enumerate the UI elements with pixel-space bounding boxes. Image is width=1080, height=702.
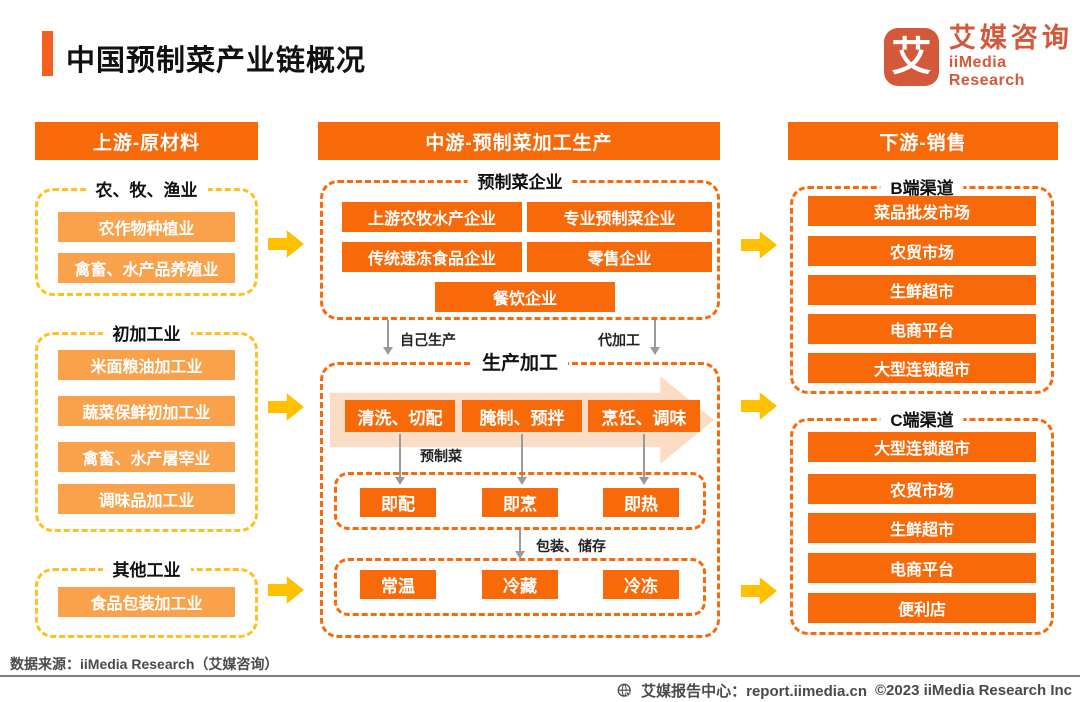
upstream-group-other-industry: 其他工业: [35, 556, 258, 638]
logo-glyph: 艾: [891, 34, 932, 79]
logo-name-cn: 艾媒咨询: [948, 23, 1073, 53]
upstream-header: 上游-原材料: [35, 122, 258, 160]
data-source-note: 数据来源：iiMedia Research（艾媒咨询）: [10, 656, 279, 672]
flow-arrow-icon: [268, 393, 304, 421]
enterprise-item: 零售企业: [527, 242, 712, 272]
logo-text: 艾媒咨询 iiMedia Research: [948, 23, 1080, 90]
channel-item: 生鲜超市: [808, 513, 1036, 543]
storage-item: 常温: [360, 570, 436, 599]
midstream-header: 中游-预制菜加工生产: [318, 122, 720, 160]
globe-cursor-icon: [617, 683, 633, 699]
footer-right: 艾媒报告中心：report.iimedia.cn ©2023 iiMedia R…: [617, 680, 1072, 701]
upstream-group-primary-processing: 初加工业: [35, 320, 258, 532]
enterprise-item: 上游农牧水产企业: [342, 202, 522, 232]
flow-arrow-icon: [268, 576, 304, 604]
label-packaging: 包装、储存: [536, 538, 606, 554]
copyright-text: ©2023 iiMedia Research Inc: [875, 682, 1072, 699]
upstream-group-agriculture: 农、牧、渔业: [35, 176, 258, 296]
upstream-item: 蔬菜保鲜初加工业: [58, 396, 235, 426]
upstream-item: 禽畜、水产品养殖业: [58, 253, 235, 283]
channel-item: 农贸市场: [808, 236, 1036, 266]
upstream-item: 米面粮油加工业: [58, 350, 235, 380]
group-title: 生产加工: [471, 348, 569, 375]
downstream-header: 下游-销售: [788, 122, 1058, 160]
channel-item: 农贸市场: [808, 474, 1036, 504]
storage-item: 冷藏: [482, 570, 558, 599]
upstream-item: 食品包装加工业: [58, 587, 235, 617]
iimedia-logo-icon: 艾: [884, 27, 939, 86]
channel-item: 大型连锁超市: [808, 432, 1036, 462]
c-channel-box: C端渠道: [790, 406, 1054, 635]
process-step: 烹饪、调味: [588, 400, 700, 432]
flow-arrow-icon: [741, 577, 777, 605]
down-arrow-icon: [639, 434, 649, 485]
enterprise-group-box: 预制菜企业: [320, 168, 720, 320]
enterprise-item: 餐饮企业: [435, 282, 615, 312]
ready-type-item: 即配: [360, 488, 436, 517]
ready-type-box: [334, 472, 706, 530]
group-title: B端渠道: [880, 174, 964, 199]
group-title: C端渠道: [880, 406, 964, 431]
channel-item: 电商平台: [808, 553, 1036, 583]
enterprise-item: 传统速冻食品企业: [342, 242, 522, 272]
footer-divider: [0, 675, 1080, 677]
upstream-item: 农作物种植业: [58, 212, 235, 242]
report-center-text: 艾媒报告中心：report.iimedia.cn: [641, 683, 867, 700]
down-arrow-icon: [383, 320, 393, 355]
label-oem: 代加工: [598, 332, 640, 348]
down-arrow-icon: [517, 434, 527, 485]
storage-box: [334, 558, 706, 616]
title-accent-bar: [42, 31, 53, 76]
label-premade: 预制菜: [420, 448, 462, 464]
ready-type-item: 即热: [603, 488, 679, 517]
enterprise-item: 专业预制菜企业: [527, 202, 712, 232]
group-title: 农、牧、渔业: [85, 176, 208, 201]
down-arrow-icon: [650, 320, 660, 355]
logo-name-en: iiMedia Research: [948, 53, 1025, 89]
channel-item: 便利店: [808, 593, 1036, 623]
page-title: 中国预制菜产业链概况: [66, 45, 367, 77]
process-step: 腌制、预拌: [462, 400, 582, 432]
down-arrow-icon: [515, 530, 525, 559]
group-title: 初加工业: [102, 320, 191, 345]
flow-arrow-icon: [741, 231, 777, 259]
channel-item: 电商平台: [808, 314, 1036, 344]
b-channel-box: B端渠道: [790, 174, 1054, 394]
upstream-item: 调味品加工业: [58, 484, 235, 514]
ready-type-item: 即烹: [482, 488, 558, 517]
channel-item: 菜品批发市场: [808, 196, 1036, 226]
flow-arrow-icon: [268, 230, 304, 258]
group-title: 预制菜企业: [467, 168, 573, 193]
storage-item: 冷冻: [603, 570, 679, 599]
down-arrow-icon: [395, 434, 405, 485]
label-self-produce: 自己生产: [400, 332, 456, 348]
flow-arrow-icon: [741, 392, 777, 420]
production-group-box: 生产加工: [320, 348, 720, 638]
group-title: 其他工业: [102, 556, 191, 581]
channel-item: 生鲜超市: [808, 275, 1036, 305]
channel-item: 大型连锁超市: [808, 353, 1036, 383]
upstream-item: 禽畜、水产屠宰业: [58, 442, 235, 472]
iimedia-logo: 艾 艾媒咨询 iiMedia Research: [884, 23, 1080, 90]
process-step: 清洗、切配: [345, 400, 455, 432]
